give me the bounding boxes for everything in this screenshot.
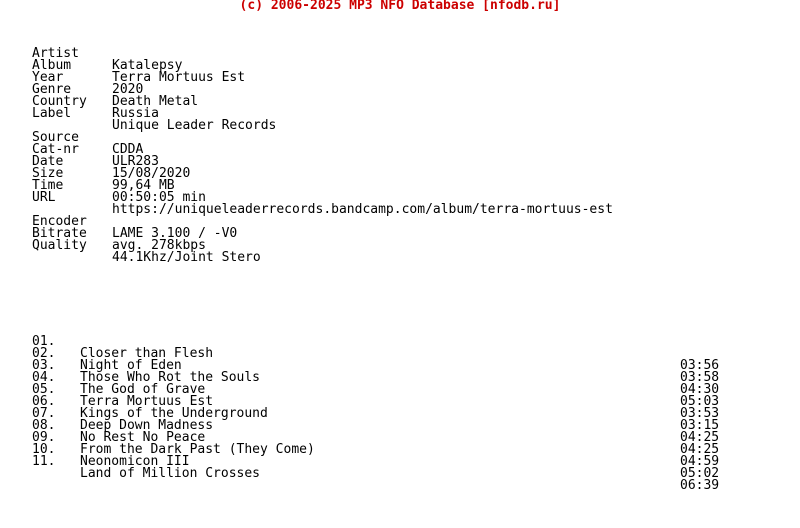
source-value-time: 00:50:05 min	[112, 190, 206, 205]
track-row: 06. Kings of the Underground 03:15	[32, 384, 719, 432]
source-row-time: Time 00:50:05 min	[32, 168, 206, 204]
source-key: Cat-nr	[32, 142, 79, 157]
track-number: 03.	[32, 358, 56, 373]
track-title: Night of Eden	[80, 358, 182, 373]
info-row-year: Year 2020	[32, 60, 143, 96]
track-title: Kings of the Underground	[80, 406, 268, 421]
info-key: Album	[32, 58, 72, 73]
track-duration: 03:15	[680, 418, 720, 433]
track-duration: 03:56	[680, 358, 720, 373]
encoding-row-quality: Quality 44.1Khz/Joint Stero	[32, 228, 261, 264]
track-row: 02. Night of Eden 03:58	[32, 336, 719, 384]
track-row: 05. Terra Mortuus Est 03:53	[32, 372, 719, 420]
track-row: 04. The God of Grave 05:03	[32, 360, 719, 408]
track-title: Closer than Flesh	[80, 346, 214, 361]
encoding-row-encoder: Encoder LAME 3.100 / -V0	[32, 204, 237, 240]
track-title: Those Who Rot the Souls	[80, 370, 261, 385]
source-value-size: 99,64 MB	[112, 178, 175, 193]
encoding-value-quality: 44.1Khz/Joint Stero	[112, 250, 261, 265]
track-number: 04.	[32, 370, 56, 385]
encoding-info-block: Encoder LAME 3.100 / -V0 Bitrate avg. 27…	[32, 204, 261, 264]
info-value-album: Terra Mortuus Est	[112, 70, 246, 85]
info-value-genre: Death Metal	[112, 94, 199, 109]
track-row: 10. Neonomicon III 05:02	[32, 432, 719, 480]
info-value-year: 2020	[112, 82, 144, 97]
source-row-size: Size 99,64 MB	[32, 156, 175, 192]
encoding-key: Encoder	[32, 214, 87, 229]
track-row: 11. Land of Million Crosses 06:39	[32, 444, 719, 492]
info-key: Year	[32, 70, 64, 85]
track-row: 01. Closer than Flesh 03:56	[32, 324, 719, 372]
track-duration: 04:25	[680, 442, 720, 457]
info-value-artist: Katalepsy	[112, 58, 183, 73]
track-number: 02.	[32, 346, 56, 361]
info-key: Genre	[32, 82, 72, 97]
info-key: Country	[32, 94, 87, 109]
track-title: Neonomicon III	[80, 454, 190, 469]
track-duration: 05:03	[680, 394, 720, 409]
source-key: Date	[32, 154, 64, 169]
track-number: 09.	[32, 430, 56, 445]
track-title: The God of Grave	[80, 382, 206, 397]
track-duration: 05:02	[680, 466, 720, 481]
track-row: 09. From the Dark Past (They Come) 04:59	[32, 420, 719, 468]
source-row-catnr: Cat-nr ULR283	[32, 132, 159, 168]
info-row-label: Label Unique Leader Records	[32, 96, 276, 132]
tracklist: 01. Closer than Flesh 03:56 02. Night of…	[32, 324, 719, 492]
track-duration: 04:30	[680, 382, 720, 397]
source-value-source: CDDA	[112, 142, 144, 157]
source-key: URL	[32, 190, 56, 205]
track-number: 06.	[32, 394, 56, 409]
track-duration: 06:39	[680, 478, 720, 493]
source-row-url: URL https://uniqueleaderrecords.bandcamp…	[32, 180, 613, 216]
info-row-country: Country Russia	[32, 84, 159, 120]
track-number: 05.	[32, 382, 56, 397]
info-row-album: Album Terra Mortuus Est	[32, 48, 245, 84]
source-row-source: Source CDDA	[32, 120, 143, 156]
encoding-row-bitrate: Bitrate avg. 278kbps	[32, 216, 206, 252]
track-title: No Rest No Peace	[80, 430, 206, 445]
info-value-label: Unique Leader Records	[112, 118, 277, 133]
source-row-date: Date 15/08/2020	[32, 144, 190, 180]
source-key: Size	[32, 166, 64, 181]
info-row-genre: Genre Death Metal	[32, 72, 198, 108]
track-title: Terra Mortuus Est	[80, 394, 214, 409]
track-duration: 03:53	[680, 406, 720, 421]
info-key: Label	[32, 106, 72, 121]
track-duration: 04:25	[680, 430, 720, 445]
release-info-block: Artist Katalepsy Album Terra Mortuus Est…	[32, 36, 276, 132]
source-info-block: Source CDDA Cat-nr ULR283 Date 15/08/202…	[32, 120, 613, 216]
track-duration: 04:59	[680, 454, 720, 469]
track-number: 07.	[32, 406, 56, 421]
track-row: 03. Those Who Rot the Souls 04:30	[32, 348, 719, 396]
track-number: 08.	[32, 418, 56, 433]
encoding-value-encoder: LAME 3.100 / -V0	[112, 226, 238, 241]
nfodb-copyright-header: (c) 2006-2025 MP3 NFO Database [nfodb.ru…	[239, 0, 561, 13]
info-key: Artist	[32, 46, 79, 61]
source-value-url: https://uniqueleaderrecords.bandcamp.com…	[112, 202, 613, 217]
track-title: Deep Down Madness	[80, 418, 214, 433]
encoding-value-bitrate: avg. 278kbps	[112, 238, 206, 253]
source-key: Time	[32, 178, 64, 193]
track-title: Land of Million Crosses	[80, 466, 261, 481]
encoding-key: Quality	[32, 238, 87, 253]
track-row: 07. Deep Down Madness 04:25	[32, 396, 719, 444]
track-number: 11.	[32, 454, 56, 469]
encoding-key: Bitrate	[32, 226, 87, 241]
track-number: 10.	[32, 442, 56, 457]
info-value-country: Russia	[112, 106, 159, 121]
track-duration: 03:58	[680, 370, 720, 385]
track-number: 01.	[32, 334, 56, 349]
source-value-date: 15/08/2020	[112, 166, 191, 181]
source-key: Source	[32, 130, 79, 145]
track-title: From the Dark Past (They Come)	[80, 442, 315, 457]
info-row-artist: Artist Katalepsy	[32, 36, 182, 72]
source-value-catnr: ULR283	[112, 154, 159, 169]
track-row: 08. No Rest No Peace 04:25	[32, 408, 719, 456]
